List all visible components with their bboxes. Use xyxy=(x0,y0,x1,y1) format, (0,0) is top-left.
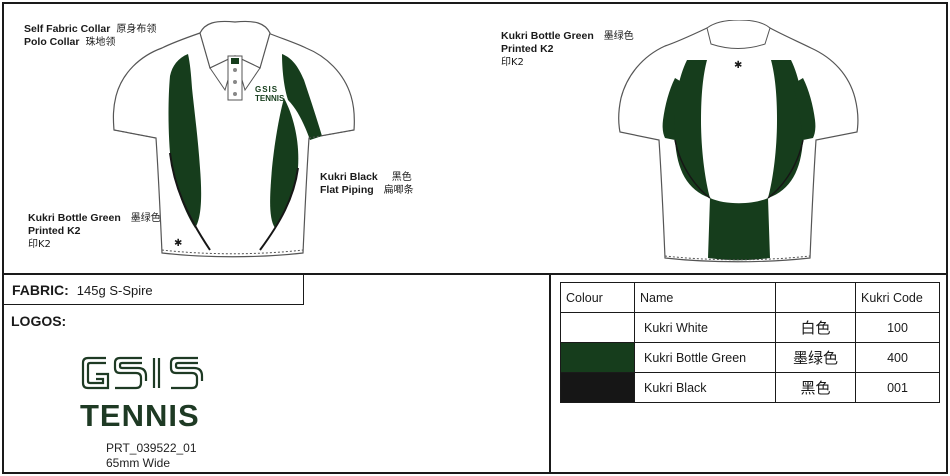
table-row: Kukri Black 黑色 001 xyxy=(560,372,940,403)
svg-text:✱: ✱ xyxy=(174,238,182,249)
colour-swatch-bottle-green xyxy=(560,342,635,373)
front-panel-note-line1: Kukri Bottle Green xyxy=(28,212,121,224)
logo-caption: PRT_039522_01 65mm Wide xyxy=(106,441,197,471)
table-row: Kukri White 白色 100 xyxy=(560,312,940,343)
colour-name: Kukri White xyxy=(634,312,776,343)
colour-code: 400 xyxy=(855,342,940,373)
collar-note: Self Fabric Collar 原身布领 Polo Collar 珠地领 xyxy=(24,23,156,49)
front-panel-note-line3: 印K2 xyxy=(28,239,51,250)
header-chinese xyxy=(775,282,856,313)
piping-note-line2-cn: 扁唧条 xyxy=(383,185,414,196)
header-kukri-code: Kukri Code xyxy=(855,282,940,313)
back-panel-note-line3: 印K2 xyxy=(501,57,524,68)
vertical-divider xyxy=(549,273,551,474)
back-panel-note-line1-cn: 墨绿色 xyxy=(603,31,634,42)
colour-table-header: Colour Name Kukri Code xyxy=(560,282,940,313)
front-panel-note: Kukri Bottle Green 墨绿色 Printed K2 印K2 xyxy=(28,212,161,251)
chest-logo: GSIS TENNIS xyxy=(255,85,287,103)
collar-note-line2-cn: 珠地领 xyxy=(85,37,116,48)
header-name: Name xyxy=(634,282,776,313)
colour-name-cn: 白色 xyxy=(775,312,856,343)
back-panel-note-line1: Kukri Bottle Green xyxy=(501,30,594,42)
logo-size: 65mm Wide xyxy=(106,456,171,470)
chest-logo-text: TENNIS xyxy=(255,94,285,103)
front-panel-note-line2: Printed K2 xyxy=(28,225,81,237)
colour-swatch-white xyxy=(560,312,635,343)
colour-code: 001 xyxy=(855,372,940,403)
piping-note-line1: Kukri Black xyxy=(320,171,378,183)
logos-label: LOGOS: xyxy=(11,313,67,329)
colour-swatch-black xyxy=(560,372,635,403)
collar-note-line1: Self Fabric Collar xyxy=(24,23,111,35)
back-panel-note-line2: Printed K2 xyxy=(501,43,554,55)
colour-name-cn: 墨绿色 xyxy=(775,342,856,373)
fabric-value: 145g S-Spire xyxy=(76,283,153,298)
fabric-label: FABRIC: xyxy=(12,282,69,298)
piping-note: Kukri Black 黑色 Flat Piping 扁唧条 xyxy=(320,171,414,197)
piping-note-line2: Flat Piping xyxy=(320,184,374,196)
logo-code: PRT_039522_01 xyxy=(106,441,197,455)
header-colour: Colour xyxy=(560,282,635,313)
front-panel-note-line1-cn: 墨绿色 xyxy=(130,213,161,224)
colour-name: Kukri Bottle Green xyxy=(634,342,776,373)
gsis-tennis-logo: TENNIS xyxy=(80,354,214,433)
chest-logo-mark: GSIS xyxy=(255,85,279,94)
collar-note-line2: Polo Collar xyxy=(24,36,80,48)
collar-note-line1-cn: 原身布领 xyxy=(116,24,157,35)
colour-table: Colour Name Kukri Code Kukri White 白色 10… xyxy=(560,282,940,403)
horizontal-divider xyxy=(2,273,948,275)
colour-name: Kukri Black xyxy=(634,372,776,403)
gsis-tennis-wordmark: TENNIS xyxy=(80,398,200,433)
piping-note-line1-cn: 黑色 xyxy=(391,172,412,183)
colour-name-cn: 黑色 xyxy=(775,372,856,403)
svg-text:✱: ✱ xyxy=(734,60,742,71)
fabric-box: FABRIC: 145g S-Spire xyxy=(4,275,304,305)
table-row: Kukri Bottle Green 墨绿色 400 xyxy=(560,342,940,373)
gsis-mark-icon xyxy=(81,356,204,390)
polo-back-illustration: ✱ xyxy=(618,20,859,263)
colour-code: 100 xyxy=(855,312,940,343)
back-panel-note: Kukri Bottle Green 墨绿色 Printed K2 印K2 xyxy=(501,30,634,69)
polo-front-illustration: ✱ xyxy=(112,20,355,258)
